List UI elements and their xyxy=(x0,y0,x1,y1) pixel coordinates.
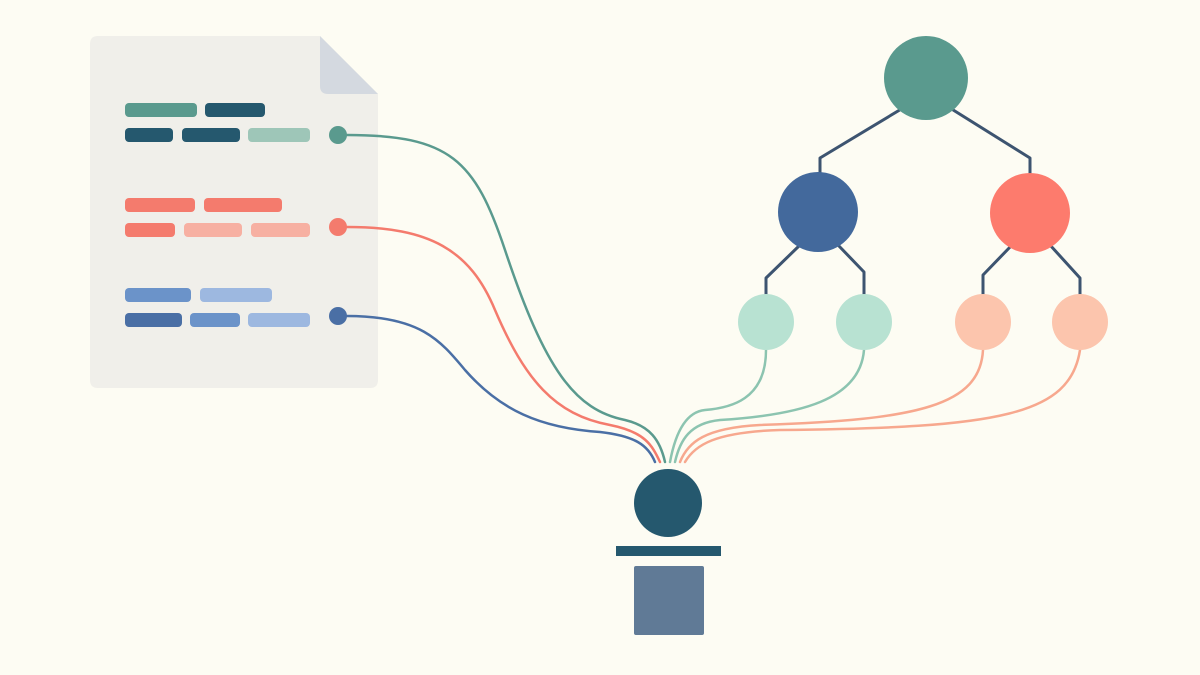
teal-connector-dot xyxy=(329,126,347,144)
target-head xyxy=(634,469,702,537)
text-bar xyxy=(248,313,310,327)
coral-curve xyxy=(345,225,662,464)
teal-text-bars xyxy=(125,103,310,142)
teal-curve xyxy=(345,133,667,464)
edge-root-right xyxy=(949,106,1032,175)
text-bar xyxy=(125,128,173,142)
target-shelf xyxy=(616,546,721,556)
coral-text-bars xyxy=(125,198,310,237)
text-bar xyxy=(182,128,240,142)
tree-leaf-node xyxy=(1052,294,1108,350)
tree-root-node xyxy=(884,36,968,120)
tree-curves xyxy=(668,348,1082,464)
document-curves xyxy=(345,133,667,464)
text-bar xyxy=(251,223,310,237)
mint-curve-1 xyxy=(668,348,768,464)
peach-curve-1 xyxy=(678,348,985,464)
edge-left-leaf1 xyxy=(764,243,802,296)
text-bar xyxy=(125,313,182,327)
edge-right-leaf1 xyxy=(981,243,1014,296)
document-fold xyxy=(320,36,378,94)
peach-curve-2 xyxy=(683,348,1082,464)
text-bar xyxy=(248,128,310,142)
text-bar xyxy=(200,288,272,302)
text-bar xyxy=(190,313,240,327)
tree-leaf-node xyxy=(836,294,892,350)
tree-edges xyxy=(764,106,1082,296)
document-card xyxy=(90,36,378,388)
text-bar xyxy=(125,198,195,212)
blue-text-bars xyxy=(125,288,310,327)
text-bar xyxy=(204,198,282,212)
mint-curve-2 xyxy=(673,348,866,464)
edge-right-leaf2 xyxy=(1048,243,1082,296)
text-bar xyxy=(184,223,242,237)
tree-nodes xyxy=(738,36,1108,350)
text-bar xyxy=(125,288,191,302)
blue-connector-dot xyxy=(329,307,347,325)
tree-branch-node-right xyxy=(990,173,1070,253)
blue-curve xyxy=(345,314,657,464)
tree-leaf-node xyxy=(955,294,1011,350)
tree-leaf-node xyxy=(738,294,794,350)
text-bar xyxy=(125,223,175,237)
target-base xyxy=(634,566,704,635)
target-figure xyxy=(616,469,721,635)
edge-left-leaf2 xyxy=(836,243,866,296)
text-bar xyxy=(125,103,197,117)
coral-connector-dot xyxy=(329,218,347,236)
edge-root-left xyxy=(818,106,904,175)
tree-branch-node-left xyxy=(778,172,858,252)
text-bar xyxy=(205,103,265,117)
